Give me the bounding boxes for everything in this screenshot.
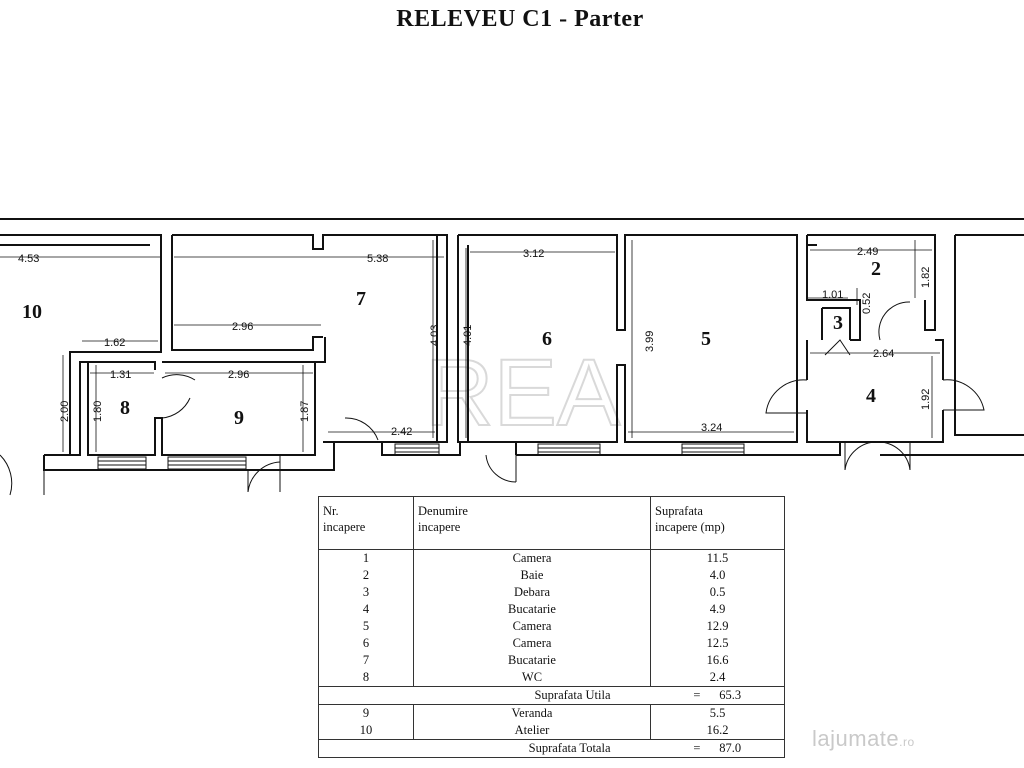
dim-label: 2.64	[873, 348, 894, 360]
walls	[0, 218, 1024, 471]
dim-label: 3.99	[644, 331, 656, 352]
dim-label: 1.62	[104, 337, 125, 349]
room-number: 8	[120, 397, 130, 419]
dim-label: 4.53	[18, 253, 39, 265]
dim-label: 2.49	[857, 246, 878, 258]
dim-label: 4.03	[429, 325, 441, 346]
brand-watermark: lajumate.ro	[812, 726, 915, 752]
room-number: 10	[22, 301, 42, 323]
windows	[97, 443, 745, 470]
dim-label: 2.42	[391, 426, 412, 438]
room-number: 7	[356, 288, 366, 310]
room-number: 5	[701, 328, 711, 350]
room-number: 9	[234, 407, 244, 429]
plan-title: RELEVEU C1 - Parter	[396, 6, 644, 32]
dimension-labels: 4.53 5.38 3.12 2.49 1.62 2.96 1.31 2.96 …	[18, 246, 932, 438]
room-number: 6	[542, 328, 552, 350]
useful-area-value: = 65.3	[650, 686, 785, 705]
doors	[0, 301, 985, 496]
dim-label: 5.38	[367, 253, 388, 265]
dim-label: 1.01	[822, 289, 843, 301]
dim-label: 1.92	[920, 389, 932, 410]
dim-label: 4.01	[462, 325, 474, 346]
brand-name: lajumate	[812, 726, 900, 751]
dim-label: 3.24	[701, 422, 722, 434]
floor-plan: REA	[0, 218, 1024, 496]
useful-area-row: Suprafata Utila = 65.3	[318, 686, 785, 705]
room-numbers: 10 7 6 5 2 3 8 9 4	[22, 258, 881, 429]
header-nr: Nr.incapere	[318, 496, 414, 550]
total-area-value: = 87.0	[650, 739, 785, 758]
total-area-label: Suprafata Totala	[318, 739, 651, 758]
room-number: 2	[871, 258, 881, 280]
total-area-row: Suprafata Totala = 87.0	[318, 739, 785, 758]
useful-area-label: Suprafata Utila	[318, 686, 651, 705]
dim-label: 1.82	[920, 267, 932, 288]
dim-label: 0.52	[861, 293, 873, 314]
dimension-lines	[0, 240, 940, 452]
brand-tld: .ro	[899, 735, 915, 749]
room-number: 3	[833, 312, 843, 334]
dim-label: 1.80	[92, 401, 104, 422]
watermark-text: REA	[425, 340, 621, 446]
dim-label: 3.12	[523, 248, 544, 260]
room-number: 4	[866, 385, 876, 407]
dim-label: 1.87	[299, 401, 311, 422]
dim-label: 1.31	[110, 369, 131, 381]
dim-label: 2.96	[232, 321, 253, 333]
dim-label: 2.96	[228, 369, 249, 381]
dim-label: 2.00	[59, 401, 71, 422]
